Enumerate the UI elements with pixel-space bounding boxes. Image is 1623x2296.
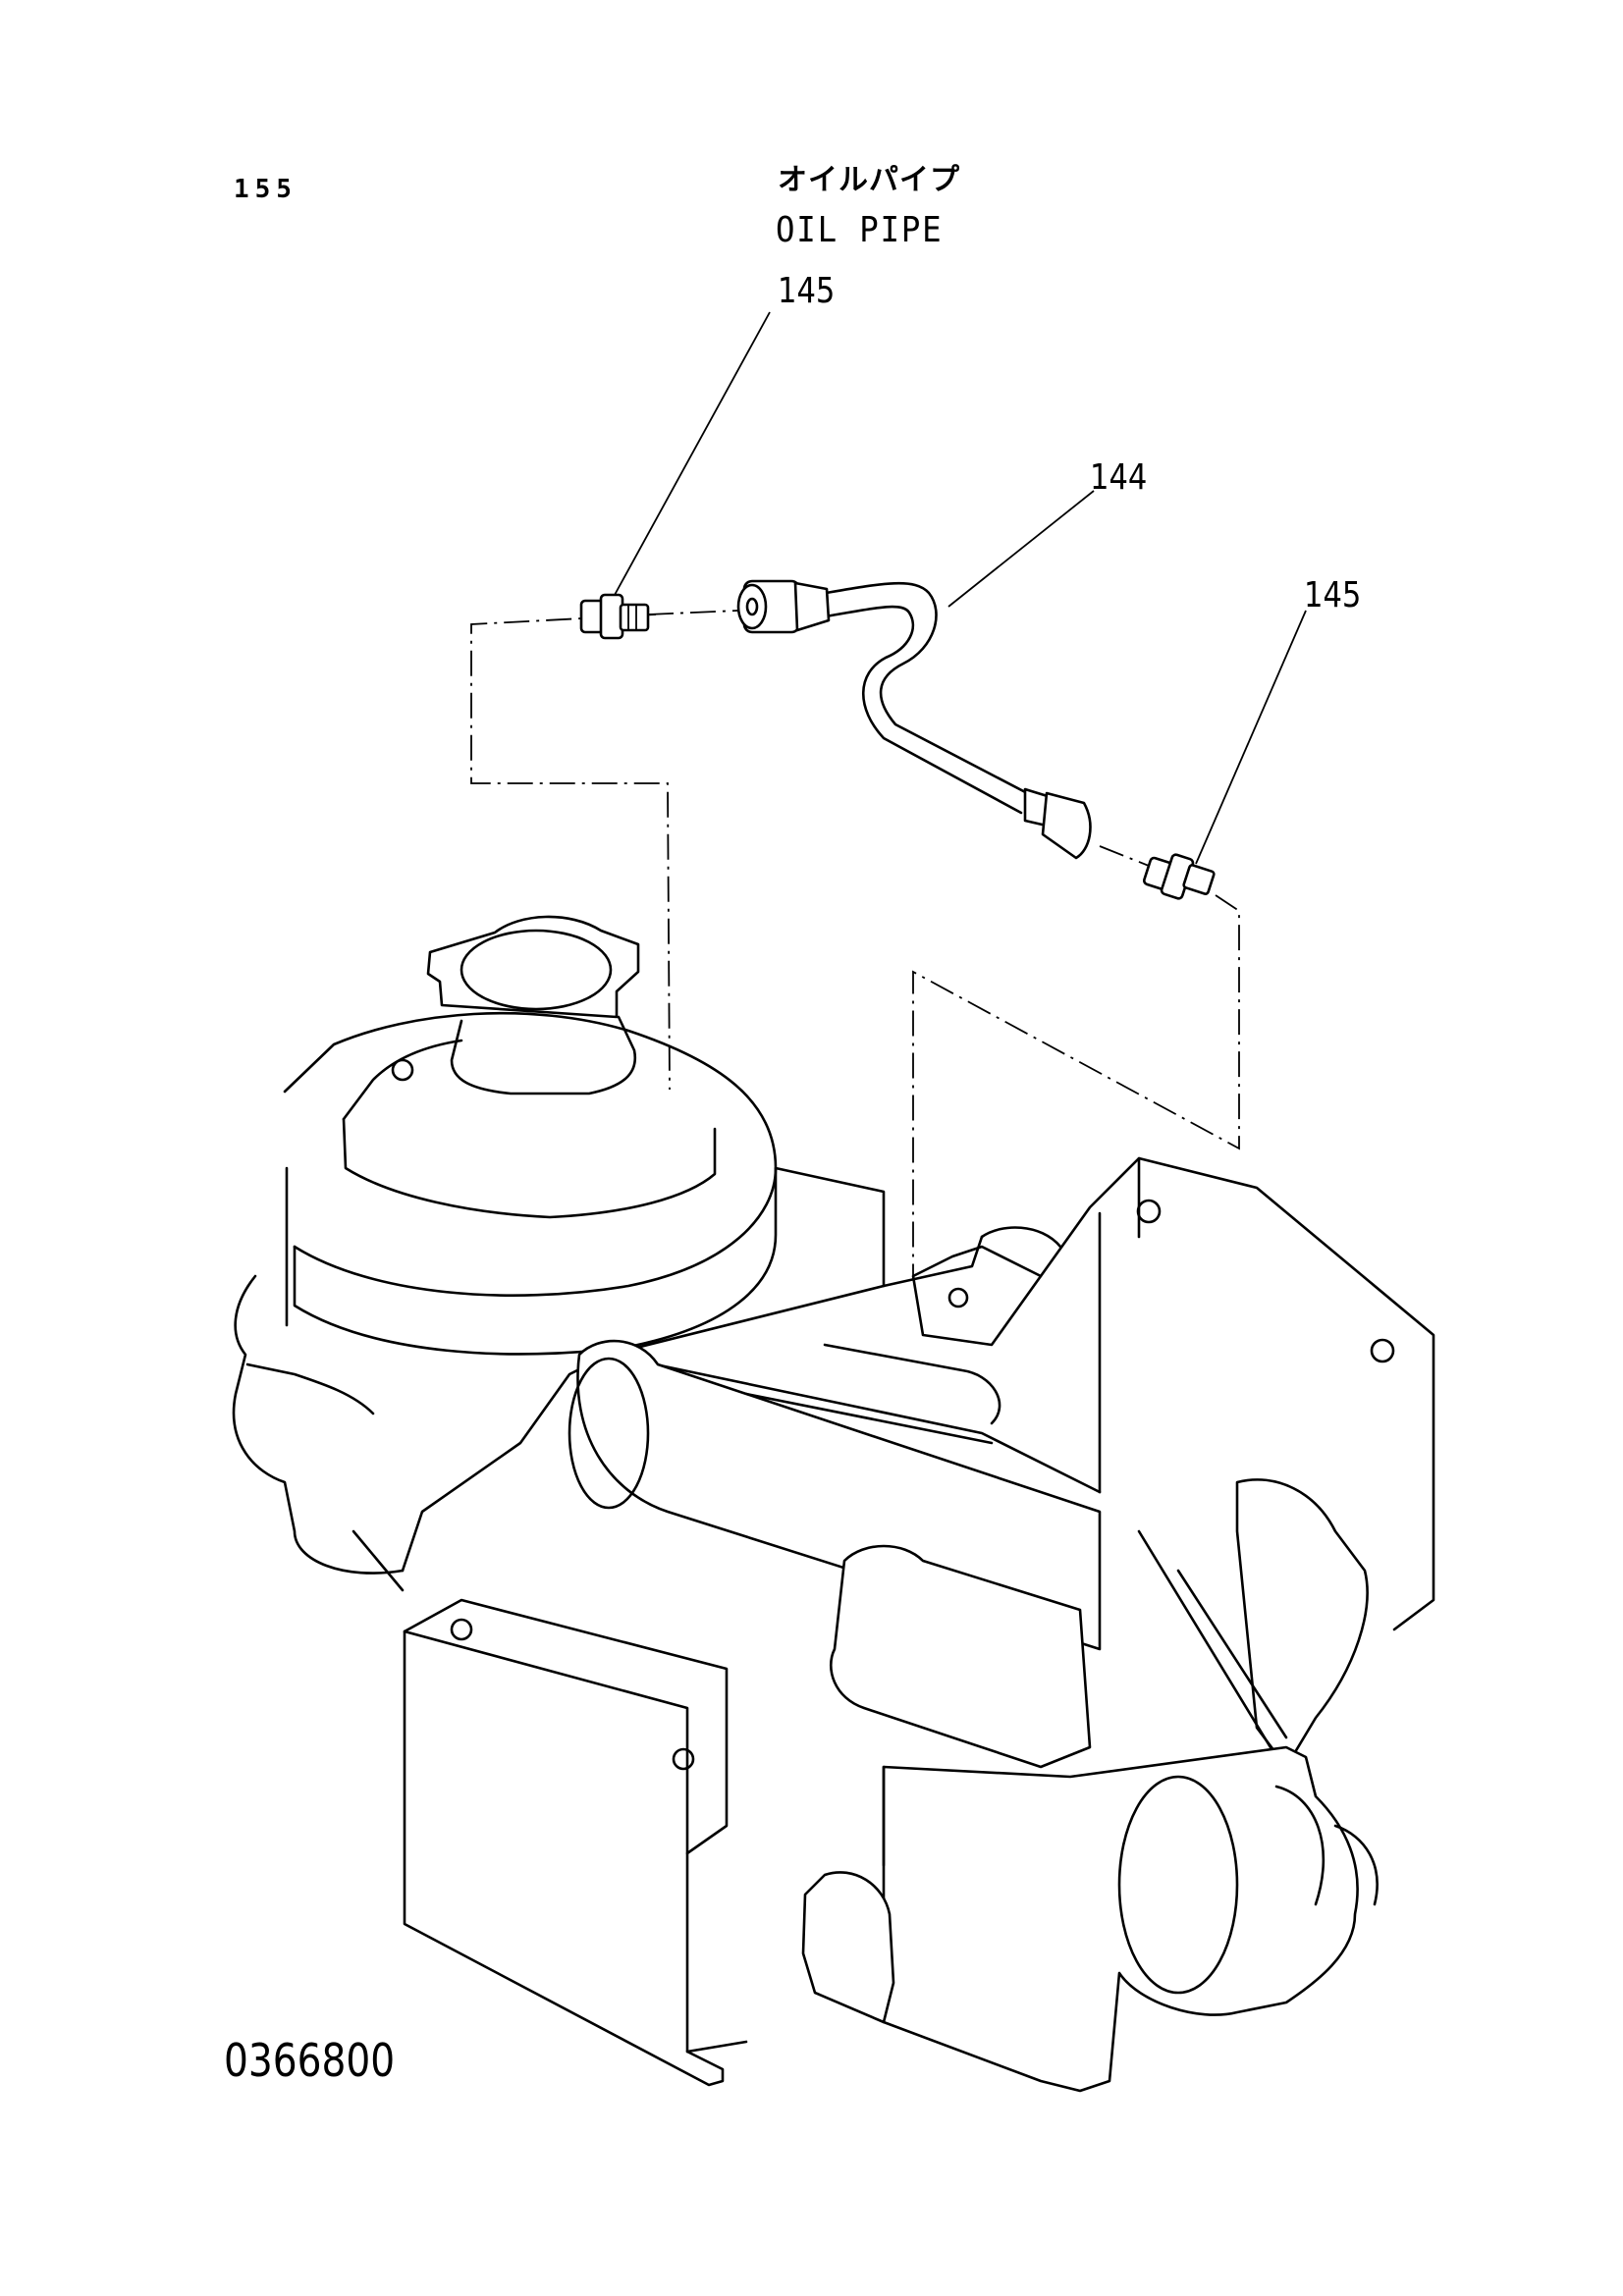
title-japanese: オイルパイプ bbox=[778, 163, 960, 197]
leader-line-145-b bbox=[1195, 610, 1307, 865]
title-english: OIL PIPE bbox=[776, 210, 944, 250]
leader-line-145-a bbox=[614, 311, 771, 596]
callout-144: 144 bbox=[1090, 457, 1148, 498]
install-line-right bbox=[912, 894, 1240, 1276]
drawing-number: 0366800 bbox=[224, 2034, 396, 2087]
callout-145-left: 145 bbox=[778, 271, 836, 311]
install-line-left bbox=[470, 614, 671, 1091]
pump-assembly bbox=[232, 915, 1435, 2093]
fitting-145-right bbox=[1143, 853, 1216, 900]
page-number: 155 bbox=[234, 175, 298, 204]
oil-pipe-144 bbox=[736, 579, 1092, 860]
leader-line-144 bbox=[947, 490, 1095, 608]
install-line-fitting-to-pipe bbox=[647, 610, 739, 615]
callout-145-right: 145 bbox=[1304, 575, 1362, 615]
fitting-145-left bbox=[579, 593, 650, 640]
